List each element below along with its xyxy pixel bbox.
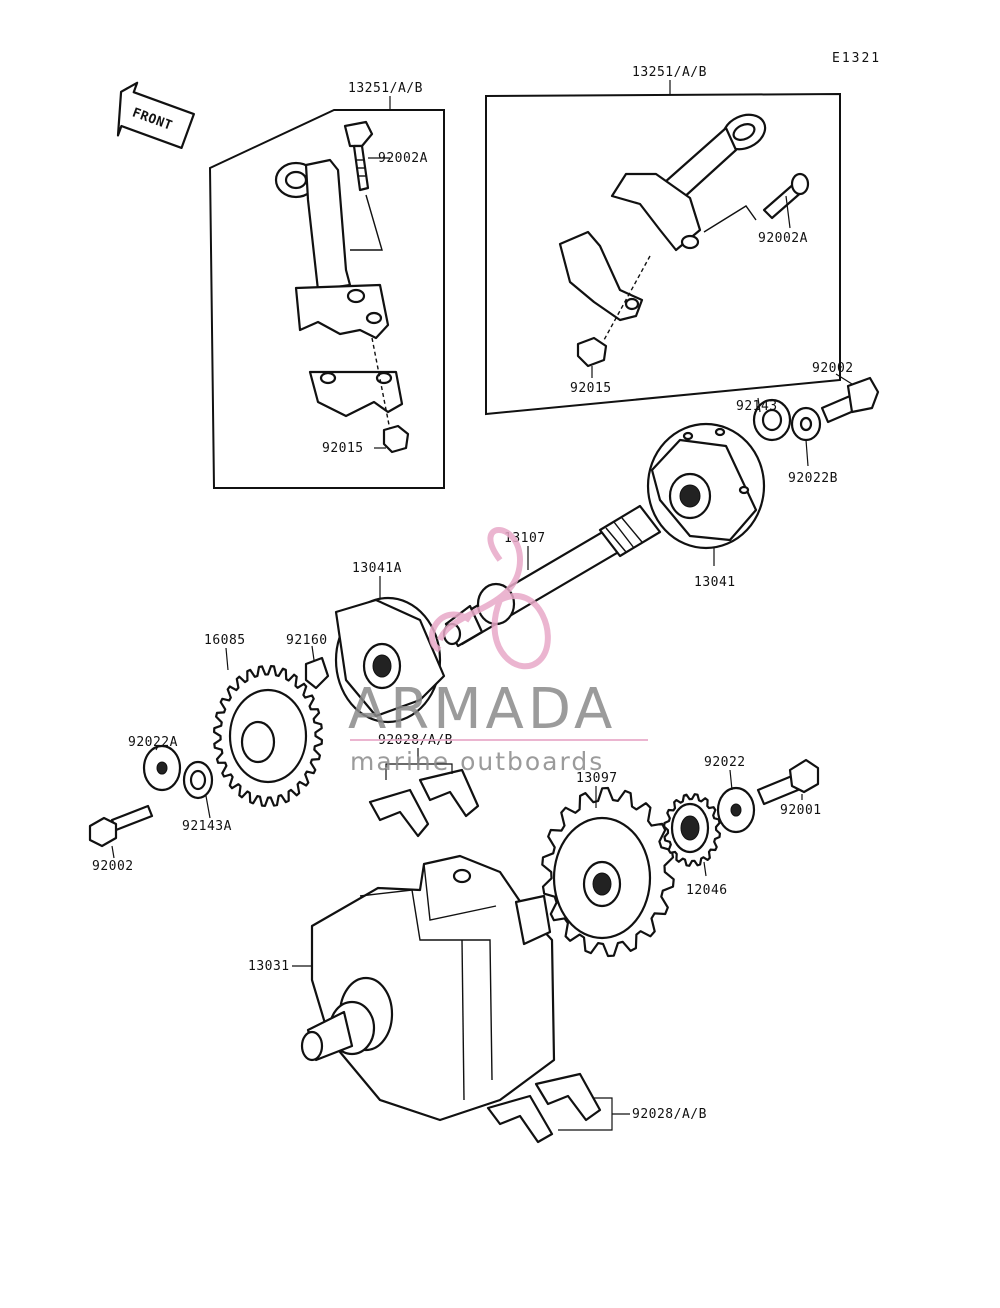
label-collar-92143a: 92143A [182, 819, 232, 834]
washer-92022 [716, 786, 756, 834]
watermark-tagline: marine outboards [350, 747, 604, 776]
washer-92022a [142, 744, 182, 792]
nut-92015-left [382, 424, 410, 454]
conrod-right-group: 13251/A/B 92002A 92015 [485, 65, 841, 416]
label-washer-92022a: 92022A [128, 735, 178, 750]
gear-12046 [663, 793, 721, 867]
connecting-rod-left [274, 158, 390, 340]
washer-92022b [790, 406, 822, 442]
connecting-rod-right [610, 113, 767, 252]
label-pin-92160: 92160 [286, 633, 328, 648]
label-nut-right: 92015 [570, 381, 612, 396]
gear-13097 [541, 786, 675, 958]
watermark-brand: ARMADA [348, 677, 616, 742]
label-collar-92143: 92143 [736, 399, 778, 414]
bearing-lower [486, 1072, 602, 1144]
label-bolt-92002-top: 92002 [812, 361, 854, 376]
sprocket-16085 [213, 665, 323, 807]
nut-92015-right [576, 336, 608, 368]
label-washer-92022: 92022 [704, 755, 746, 770]
collar-92143a [182, 760, 214, 800]
label-washer-92022b: 92022B [788, 471, 838, 486]
balancer-weight-13041a [334, 596, 446, 724]
label-conrod-left: 13251/A/B [348, 81, 423, 96]
watermark: ARMADA marine outboards [348, 527, 648, 776]
balancer-weight-13041 [646, 422, 766, 550]
balancer-shaft-13107 [442, 504, 662, 648]
label-bolt-right: 92002A [758, 231, 808, 246]
crankshaft-13031 [300, 854, 556, 1122]
label-bolt-92001: 92001 [780, 803, 822, 818]
bolt-92002-top [820, 376, 880, 424]
bearing-upper [368, 768, 480, 838]
pin-92160 [304, 656, 330, 690]
label-weight-13041a: 13041A [352, 561, 402, 576]
label-sprocket-16085: 16085 [204, 633, 246, 648]
label-bolt-left: 92002A [378, 151, 428, 166]
label-nut-left: 92015 [322, 441, 364, 456]
label-gear-12046: 12046 [686, 883, 728, 898]
diagram-code: E1321 [832, 51, 881, 66]
label-weight-13041: 13041 [694, 575, 736, 590]
front-arrow-icon: FRONT [116, 81, 195, 150]
label-bolt-92002-left: 92002 [92, 859, 134, 874]
collar-92143 [752, 398, 792, 442]
label-crankshaft-13031: 13031 [248, 959, 290, 974]
rod-cap-right [558, 230, 644, 322]
label-gear-13097: 13097 [576, 771, 618, 786]
label-bearing-lower: 92028/A/B [632, 1107, 707, 1122]
bolt-92001 [756, 758, 820, 806]
conrod-left-group: 13251/A/B 92002A 9 [208, 81, 445, 489]
rod-cap-left [308, 370, 404, 418]
label-conrod-right: 13251/A/B [632, 65, 707, 80]
bolt-92002a-left [343, 120, 374, 192]
bolt-92002a-right [762, 172, 810, 220]
bolt-92002-left [88, 804, 154, 848]
watermark-logo-icon [428, 527, 551, 670]
